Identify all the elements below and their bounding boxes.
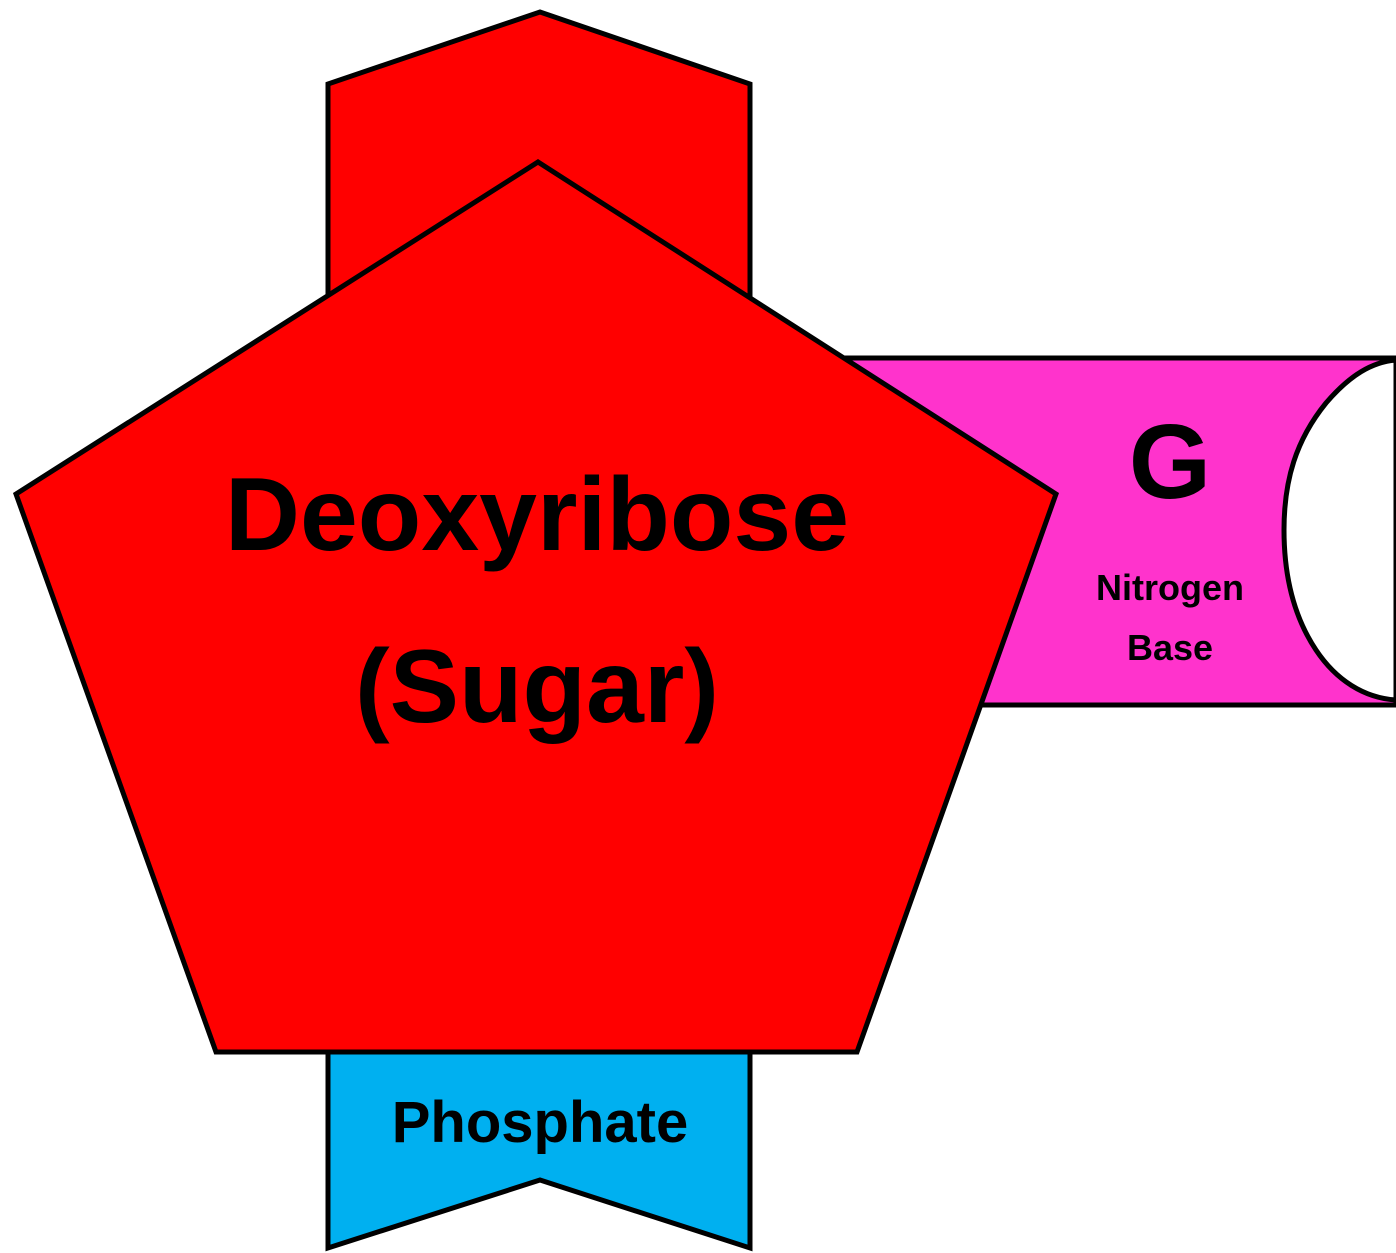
phosphate-label: Phosphate xyxy=(392,1090,689,1155)
base-pairing-socket xyxy=(1281,357,1396,703)
base-label-line2: Base xyxy=(1127,627,1213,668)
sugar-label-line2: (Sugar) xyxy=(355,629,719,745)
sugar-label-line1: Deoxyribose xyxy=(225,457,849,573)
base-letter: G xyxy=(1129,403,1211,521)
base-label-line1: Nitrogen xyxy=(1096,567,1244,608)
deoxyribose-sugar-pentagon xyxy=(12,159,1060,1055)
